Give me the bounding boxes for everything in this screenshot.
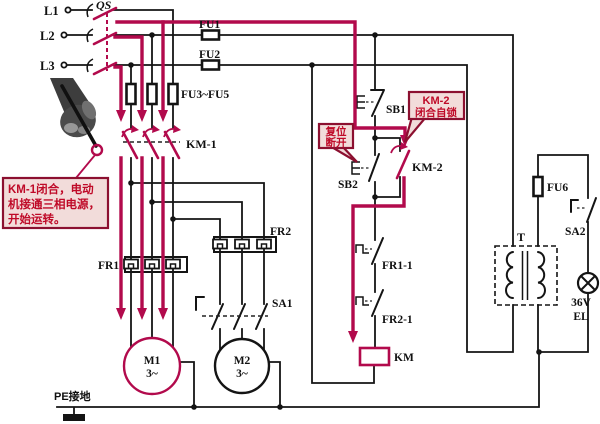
sa2-switch (570, 197, 597, 223)
component-labels: L1 L2 L3 QS FU1 FU2 FU3~FU5 KM-1 FR1 FR2… (40, 0, 592, 403)
km1-note-line1: KM-1闭合，电动 (8, 182, 94, 196)
km1-note-line3: 开始运转。 (8, 212, 66, 226)
label-fu6: FU6 (547, 182, 568, 194)
fuse-fu4 (146, 82, 158, 106)
fuse-fu3 (125, 82, 137, 106)
motor-m2-label: M2 (234, 355, 251, 367)
motor-m2-phase: 3~ (236, 368, 248, 380)
km-coil (358, 346, 391, 367)
label-km2: KM-2 (412, 160, 443, 174)
label-km-coil: KM (394, 352, 414, 364)
label-fu3-fu5: FU3~FU5 (181, 89, 229, 101)
reset-note-line1: 复位 (325, 125, 347, 138)
label-l2: L2 (40, 29, 55, 43)
km1-contactor-contacts (121, 125, 181, 160)
pointer-target-circle (75, 143, 104, 179)
qs-switch (60, 3, 118, 76)
callout-reset-note: 复位 断开 (317, 122, 358, 163)
km2-aux-contact (390, 142, 411, 180)
motor-m1-label: M1 (144, 355, 161, 367)
label-pe: PE接地 (54, 389, 91, 403)
label-36v: 36V (571, 297, 592, 309)
sb1-stop-button (356, 89, 385, 117)
transformer-t (494, 245, 558, 306)
motor-m1: M1 3~ (122, 336, 182, 396)
power-wires (56, 9, 540, 415)
earth-symbol (63, 414, 85, 421)
label-sb1: SB1 (386, 104, 406, 116)
reset-note-line2: 断开 (326, 136, 347, 149)
label-fu1: FU1 (199, 19, 220, 31)
label-km1: KM-1 (186, 137, 217, 151)
sb2-start-button (351, 153, 380, 182)
label-qs: QS (96, 0, 112, 12)
lamp-el (576, 271, 600, 295)
label-sa2: SA2 (565, 226, 586, 238)
lighting-wires (537, 154, 589, 353)
fuse-symbols (125, 29, 544, 198)
hand-with-pen-photo (50, 78, 98, 148)
motor-m1-phase: 3~ (146, 368, 158, 380)
fr1-1-contact (355, 237, 384, 265)
label-fr1-1: FR1-1 (382, 260, 413, 272)
km2-note-line2: 闭合自锁 (415, 106, 457, 119)
km1-note-line2: 机接通三相电源， (8, 197, 100, 211)
fuse-fu1 (200, 29, 221, 41)
terminal-l3 (60, 61, 68, 69)
current-path-highlight (113, 20, 410, 343)
fuse-fu6 (532, 175, 544, 198)
fr2-1-contact (355, 289, 384, 317)
fr2-thermal-relay (212, 236, 277, 253)
terminal-l1 (64, 6, 72, 14)
label-sb2: SB2 (338, 179, 358, 191)
label-fr1: FR1 (98, 260, 119, 272)
sa1-switch (195, 296, 268, 330)
label-fu2: FU2 (199, 49, 220, 61)
fuse-fu2 (200, 59, 221, 71)
fuse-fu5 (167, 82, 179, 106)
label-l3: L3 (40, 59, 55, 73)
junction-dots (128, 32, 542, 410)
label-fr2-1: FR2-1 (382, 314, 413, 326)
fr1-thermal-relay (123, 256, 188, 273)
label-l1: L1 (44, 4, 59, 18)
motor-m2: M2 3~ (213, 337, 271, 395)
label-fr2: FR2 (270, 226, 291, 238)
callout-km1-note: KM-1闭合，电动 机接通三相电源， 开始运转。 (1, 176, 110, 230)
label-el: EL (573, 311, 589, 323)
label-sa1: SA1 (272, 298, 293, 310)
label-t: T (517, 230, 525, 244)
callout-km2-note: KM-2 闭合自锁 (403, 90, 466, 143)
km2-note-line1: KM-2 (423, 95, 450, 107)
terminal-l2 (60, 31, 68, 39)
